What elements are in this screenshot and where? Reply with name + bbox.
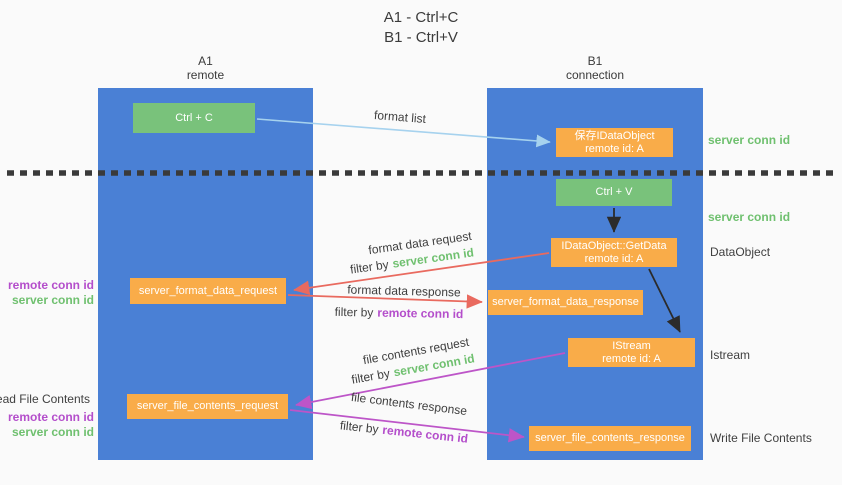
side-label-remote-conn-id-bottom: remote conn id — [7, 410, 94, 424]
filter-by-text: filter by — [339, 418, 380, 437]
label-file-contents-response: file contents response — [350, 389, 468, 419]
node-ctrl-v-label: Ctrl + V — [595, 186, 633, 198]
side-label-server-conn-id-left-top: server conn id — [11, 293, 94, 307]
lane-header-left: A1 remote — [98, 54, 313, 82]
remote-conn-id-text: remote conn id — [381, 422, 469, 446]
node-idataobject-getdata: IDataObject::GetData remote id: A — [551, 238, 677, 267]
node-server-file-contents-request: server_file_contents_request — [127, 394, 288, 419]
side-label-server-conn-id-left-bottom: server conn id — [11, 425, 94, 439]
diagram-title: A1 - Ctrl+C B1 - Ctrl+V — [0, 8, 842, 48]
filter-by-text: filter by — [350, 366, 391, 387]
remote-conn-id-text: remote conn id — [377, 305, 464, 322]
side-label-write-file-contents: Write File Contents — [710, 431, 812, 445]
label-format-list: format list — [373, 107, 427, 127]
lane-left-role: remote — [186, 68, 225, 82]
lane-left-name: A1 — [198, 54, 213, 68]
node-server-format-data-request-label: server_format_data_request — [138, 284, 278, 297]
side-label-dataobject: DataObject — [710, 245, 771, 259]
side-label-server-conn-id-top: server conn id — [708, 133, 791, 147]
lane-right-role: connection — [565, 68, 625, 82]
node-istream-line1: IStream — [612, 339, 651, 352]
node-save-idataobject: 保存IDataObject remote id: A — [556, 128, 673, 157]
filter-by-text: filter by — [334, 304, 374, 320]
node-server-file-contents-request-label: server_file_contents_request — [136, 400, 279, 412]
node-save-idataobject-line1: 保存IDataObject — [574, 129, 655, 142]
side-label-read-file-contents: Read File Contents — [0, 392, 90, 406]
lane-header-right: B1 connection — [487, 54, 703, 82]
node-idataobject-getdata-line1: IDataObject::GetData — [561, 239, 667, 252]
side-label-istream: Istream — [710, 348, 751, 362]
title-line-2: B1 - Ctrl+V — [384, 29, 458, 46]
node-istream: IStream remote id: A — [568, 338, 695, 367]
node-server-file-contents-response-label: server_file_contents_response — [535, 432, 685, 444]
node-ctrl-v: Ctrl + V — [556, 179, 672, 206]
title-line-1: A1 - Ctrl+C — [383, 9, 459, 26]
lane-right-name: B1 — [587, 54, 603, 68]
side-label-server-conn-id-mid: server conn id — [708, 210, 791, 224]
node-ctrl-c-label: Ctrl + C — [175, 111, 213, 124]
node-server-format-data-response: server_format_data_response — [488, 290, 643, 315]
label-format-data-response: format data response — [347, 282, 461, 300]
node-idataobject-getdata-line2: remote id: A — [584, 252, 644, 265]
filter-by-text: filter by — [349, 257, 390, 277]
node-save-idataobject-line2: remote id: A — [585, 142, 644, 155]
node-server-format-data-request: server_format_data_request — [130, 278, 286, 304]
side-label-remote-conn-id-top: remote conn id — [7, 278, 94, 292]
node-server-format-data-response-label: server_format_data_response — [492, 296, 639, 308]
node-ctrl-c: Ctrl + C — [133, 103, 255, 133]
node-server-file-contents-response: server_file_contents_response — [529, 426, 691, 451]
node-istream-line2: remote id: A — [602, 352, 661, 365]
